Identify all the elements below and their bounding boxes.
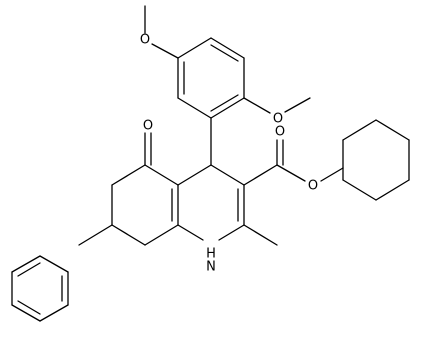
atom-o-methoxy2: O	[273, 112, 283, 127]
bond-ph-4	[11, 304, 41, 322]
bond-ph-4b	[17, 300, 41, 315]
bond-ar1-4	[210, 97, 245, 119]
bond-c3-ester	[243, 164, 278, 186]
bond-c2-methyl	[243, 224, 278, 246]
bond-c4a-c4	[177, 164, 212, 186]
bond-chx-5	[375, 179, 410, 201]
atom-o-ketone: O	[143, 119, 153, 134]
bond-ome1-co	[151, 43, 179, 59]
bond-ph-1	[39, 255, 69, 273]
atom-h-ring: H	[206, 247, 216, 262]
bond-c7-ph	[78, 224, 113, 246]
bond-ome2-och3	[284, 97, 311, 113]
bond-chx-6	[342, 179, 377, 201]
bond-ester-oc	[276, 164, 306, 182]
bond-c4a-c5	[144, 164, 179, 186]
bond-chx-2	[342, 119, 377, 141]
bond-c7-c8	[111, 224, 146, 246]
bonds	[11, 5, 410, 322]
bond-n1-c8a	[177, 224, 204, 241]
atom-o-ester: O	[308, 179, 318, 194]
bond-ph-2b	[17, 262, 41, 277]
bond-c5-c6	[111, 164, 146, 186]
bond-o-chex	[320, 167, 344, 182]
atom-n-ring: N	[206, 260, 216, 275]
bond-ar1-5	[177, 97, 212, 119]
atom-o-ester-carbonyl: O	[275, 125, 285, 140]
bond-chx-3	[375, 119, 410, 141]
bond-ph-2	[11, 255, 41, 273]
bond-c8-c8a	[144, 224, 179, 246]
atom-labels: O O O O O N H	[140, 33, 318, 275]
atom-o-methoxy1: O	[140, 33, 150, 48]
bond-c4-c3	[210, 164, 245, 186]
bond-ph-5	[39, 304, 69, 322]
bond-ar1-4b	[210, 94, 239, 112]
bond-ar1-1	[177, 37, 212, 59]
bond-ar1-2b	[210, 44, 239, 62]
bond-ar1-2	[210, 37, 245, 59]
bond-ome2-co	[243, 97, 271, 114]
bond-c2-n1	[218, 224, 245, 241]
